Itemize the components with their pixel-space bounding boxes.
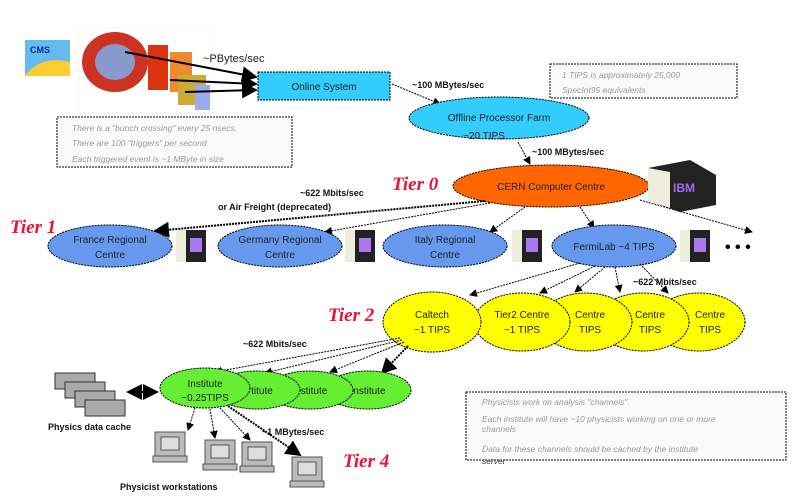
- more-centres-ellipsis: • • •: [725, 239, 751, 256]
- tier2-institute-links: [214, 337, 409, 376]
- svg-text:Institute: Institute: [350, 386, 385, 397]
- institute-workstation-links: [186, 405, 302, 457]
- svg-text:There are 100 "triggers" per s: There are 100 "triggers" per second: [72, 138, 207, 148]
- svg-text:FermiLab ~4 TIPS: FermiLab ~4 TIPS: [573, 242, 655, 253]
- svg-text:Centre: Centre: [95, 250, 125, 261]
- ibm-server-icon: IBM: [648, 160, 716, 212]
- physics-data-cache-label: Physics data cache: [48, 422, 131, 432]
- offline-farm-power: ~20 TIPS: [463, 131, 505, 142]
- svg-text:Institute: Institute: [187, 379, 222, 390]
- svg-text:Centre: Centre: [635, 310, 665, 321]
- cern-tier1-links: [153, 199, 753, 238]
- svg-text:Each institute will have ~10 p: Each institute will have ~10 physicists …: [482, 414, 716, 424]
- svg-text:1 TIPS is approximately 25,000: 1 TIPS is approximately 25,000: [562, 70, 680, 80]
- tips-note: 1 TIPS is approximately 25,000 SpecInt95…: [549, 63, 738, 99]
- institute-main: Institute ~0.25TIPS: [159, 367, 251, 409]
- svg-text:channels: channels: [482, 424, 517, 434]
- rate-institute-workstation: ~1 MBytes/sec: [262, 427, 324, 437]
- rate-tier2-institute: ~622 Mbits/sec: [243, 339, 307, 349]
- physicist-workstation-icons: [152, 431, 325, 488]
- tier1-centre-fermilab: FermiLab ~4 TIPS: [551, 224, 677, 268]
- cms-logo: CMS: [25, 40, 70, 76]
- online-system-box: [257, 71, 391, 101]
- tier-0-label: Tier 0: [392, 174, 439, 195]
- tier2-centre-caltech: Caltech ~1 TIPS: [382, 291, 482, 353]
- tier1-centre-italy: Italy Regional Centre: [382, 224, 508, 268]
- svg-text:SpecInt95 equivalents: SpecInt95 equivalents: [562, 85, 646, 95]
- svg-text:Physicists work on analysis "c: Physicists work on analysis "channels".: [482, 397, 630, 407]
- tier-1-label: Tier 1: [10, 217, 56, 238]
- svg-text:TIPS: TIPS: [639, 325, 662, 336]
- svg-text:server: server: [482, 456, 507, 466]
- svg-text:There is a "bunch crossing" ev: There is a "bunch crossing" every 25 nse…: [72, 123, 237, 133]
- rate-offline-cern: ~100 MBytes/sec: [532, 147, 604, 157]
- svg-text:Caltech: Caltech: [415, 310, 449, 321]
- svg-text:TIPS: TIPS: [579, 325, 602, 336]
- rate-cern-tier1-alt: or Air Freight (deprecated): [218, 202, 331, 212]
- svg-text:titute: titute: [251, 386, 273, 397]
- svg-text:Centre: Centre: [695, 310, 725, 321]
- offline-processor-farm: [408, 96, 590, 140]
- cern-label: CERN Computer Centre: [497, 182, 605, 193]
- detector-links: [124, 51, 258, 99]
- svg-text:stitute: stitute: [301, 386, 328, 397]
- physics-data-cache-icon: [54, 372, 126, 417]
- svg-text:Centre: Centre: [430, 250, 460, 261]
- svg-text:TIPS: TIPS: [699, 325, 722, 336]
- cms-detector-image: [77, 27, 214, 114]
- svg-text:CMS: CMS: [30, 45, 50, 55]
- svg-text:IBM: IBM: [673, 181, 695, 195]
- svg-text:Centre: Centre: [265, 250, 295, 261]
- tier-4-label: Tier 4: [343, 451, 389, 472]
- tier1-server-icons: [176, 230, 710, 262]
- offline-farm-label: Offline Processor Farm: [448, 113, 551, 124]
- rate-tier1-tier2: ~622 Mbits/sec: [633, 277, 697, 287]
- trigger-note: There is a "bunch crossing" every 25 nse…: [56, 116, 293, 168]
- svg-text:Tier2 Centre: Tier2 Centre: [494, 310, 550, 321]
- tier1-centre-germany: Germany Regional Centre: [217, 224, 343, 268]
- svg-text:~1 TIPS: ~1 TIPS: [504, 325, 541, 336]
- svg-text:~1 TIPS: ~1 TIPS: [414, 325, 451, 336]
- rate-detector: ~PBytes/sec: [203, 53, 265, 65]
- tier1-tier2-links: [469, 262, 669, 297]
- svg-text:Data for these channels should: Data for these channels should be cached…: [482, 444, 698, 454]
- rate-online-offline: ~100 MBytes/sec: [412, 80, 484, 90]
- tier2-centre: Tier2 Centre ~1 TIPS: [473, 292, 571, 352]
- svg-text:~0.25TIPS: ~0.25TIPS: [181, 393, 229, 404]
- rate-cern-tier1: ~622 Mbits/sec: [300, 188, 364, 198]
- physicist-workstations-label: Physicist workstations: [120, 482, 218, 492]
- svg-text:Each triggered event is ~1 MBy: Each triggered event is ~1 MByte in size: [72, 154, 224, 164]
- tier1-centre-france: France Regional Centre: [47, 224, 173, 268]
- svg-text:Italy Regional: Italy Regional: [415, 235, 476, 246]
- svg-text:France Regional: France Regional: [73, 235, 146, 246]
- physicists-note: Physicists work on analysis "channels". …: [465, 391, 787, 466]
- svg-text:Germany Regional: Germany Regional: [238, 235, 321, 246]
- svg-text:Centre: Centre: [575, 310, 605, 321]
- tier-2-label: Tier 2: [328, 305, 375, 326]
- online-system-label: Online System: [291, 82, 356, 93]
